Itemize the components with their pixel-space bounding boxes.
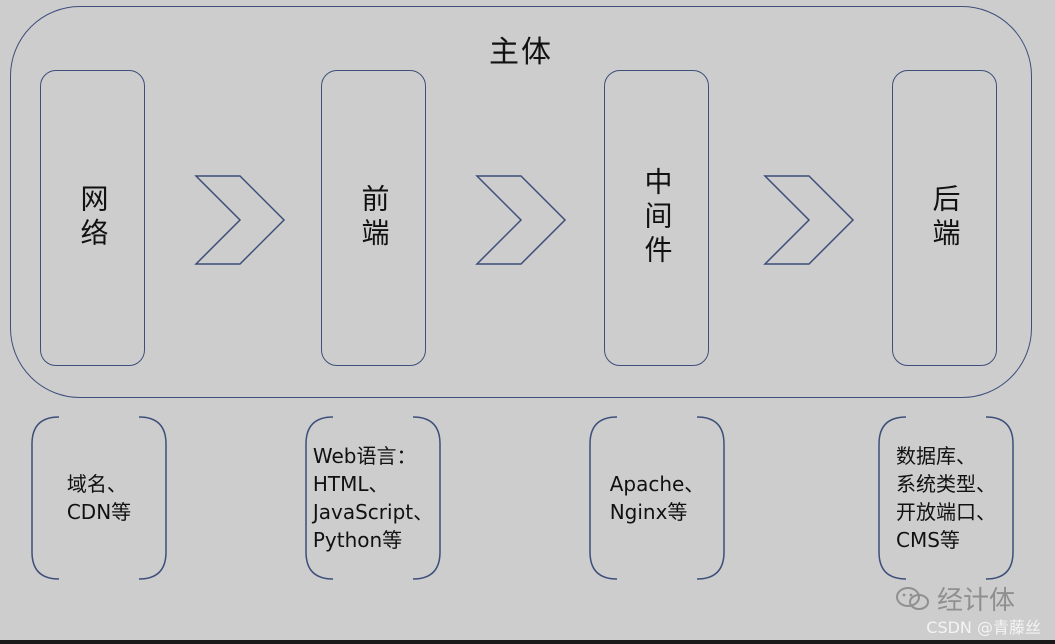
chevron-arrow-2: [475, 175, 567, 265]
wechat-icon: [896, 586, 929, 610]
stage-backend: 后端: [892, 70, 997, 366]
note-text-network: 域名、 CDN等: [66, 472, 132, 524]
left-bracket: [305, 416, 334, 580]
subject-container: 主体: [10, 6, 1032, 398]
note-text-frontend: Web语言： HTML、 JavaScript、 Python等: [312, 444, 434, 552]
right-bracket: [412, 416, 441, 580]
left-bracket: [589, 416, 618, 580]
left-bracket: [31, 416, 60, 580]
note-frontend: Web语言： HTML、 JavaScript、 Python等: [305, 416, 441, 580]
bottom-border: [0, 640, 1055, 644]
right-bracket: [696, 416, 725, 580]
watermark-main-text: 经计体: [937, 586, 1016, 616]
note-backend: 数据库、 系统类型、 开放端口、 CMS等: [878, 416, 1014, 580]
left-bracket: [878, 416, 907, 580]
stage-network: 网络: [40, 70, 145, 366]
stage-label-frontend: 前端: [357, 184, 391, 252]
chevron-arrow-1: [194, 175, 286, 265]
right-bracket: [985, 416, 1014, 580]
stage-label-backend: 后端: [928, 184, 962, 252]
stage-label-middleware: 中间件: [640, 167, 674, 269]
right-bracket: [138, 416, 167, 580]
note-text-backend: 数据库、 系统类型、 开放端口、 CMS等: [896, 444, 996, 552]
watermark-sub: CSDN @青藤丝: [926, 618, 1041, 637]
stage-frontend: 前端: [321, 70, 426, 366]
note-network: 域名、 CDN等: [31, 416, 167, 580]
chevron-arrow-3: [763, 175, 855, 265]
note-middleware: Apache、 Nginx等: [589, 416, 725, 580]
note-text-middleware: Apache、 Nginx等: [609, 472, 705, 524]
watermark-main: 经计体: [895, 580, 1015, 617]
stage-middleware: 中间件: [604, 70, 709, 366]
subject-title: 主体: [489, 35, 553, 70]
stage-label-network: 网络: [76, 184, 110, 252]
